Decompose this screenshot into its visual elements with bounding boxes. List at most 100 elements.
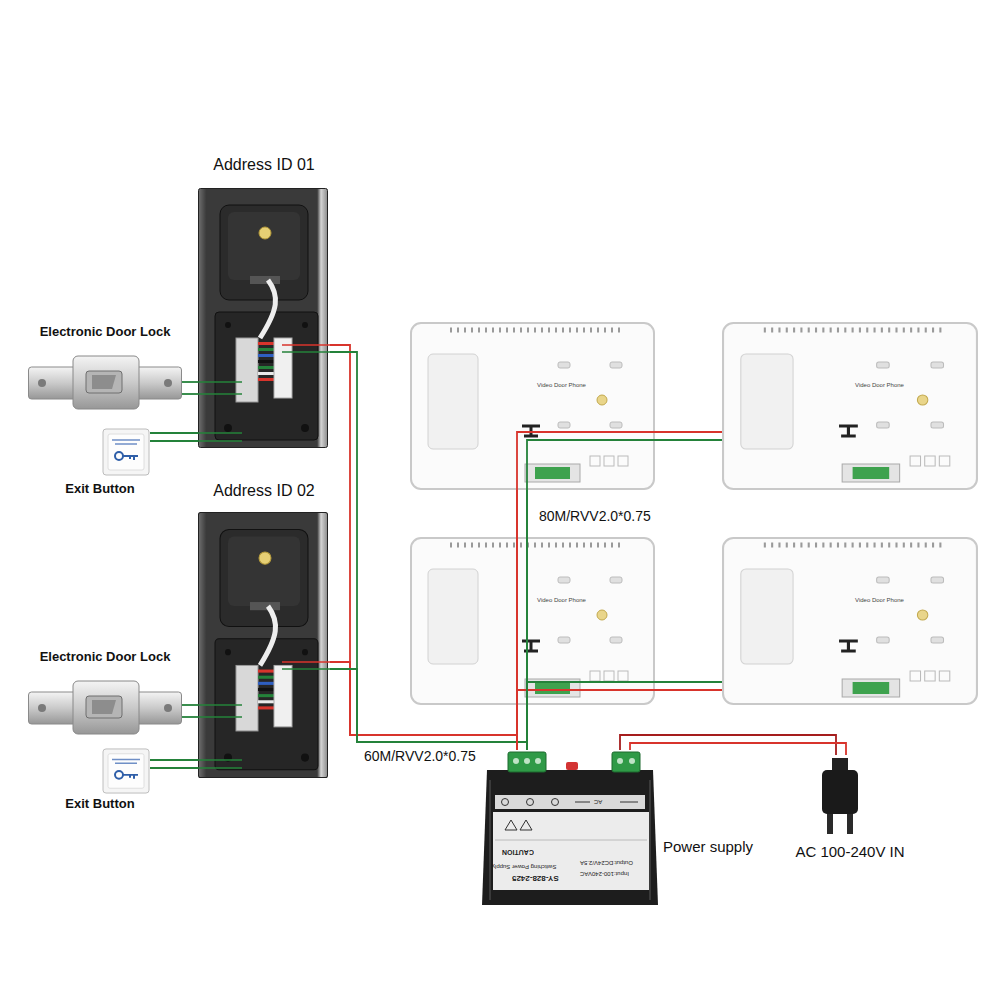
power-supply-picture-part [495, 840, 647, 841]
rating-label: Output:DC24V/2.5A [580, 859, 633, 866]
wire-pair [150, 433, 198, 441]
wire-pair [517, 432, 722, 750]
wire [526, 490, 528, 750]
wire [182, 381, 198, 383]
wire [630, 743, 846, 755]
cable-spec: 60M/RVV2.0*0.75 [362, 748, 478, 764]
door-station-2-part [282, 661, 330, 663]
monitor-picture [411, 323, 654, 489]
door-station-2 [198, 513, 330, 778]
wire-pair [517, 705, 527, 750]
terminal-label: AC [594, 798, 602, 805]
device-label: Exit Button [50, 482, 150, 497]
door-station-1 [198, 189, 330, 448]
wire-pair [182, 382, 198, 394]
door-station-1-part [282, 344, 330, 346]
monitor-picture [723, 323, 977, 489]
door-station-2-part [282, 668, 330, 670]
device-label: Electronic Door Lock [28, 650, 182, 665]
power-supply-picture-part [482, 770, 658, 905]
power-supply-picture-part [527, 799, 534, 806]
indoor-monitor: Video Door Phone [410, 322, 655, 490]
model-label: Video Door Phone [537, 382, 586, 389]
power-supply-picture-part [629, 758, 635, 764]
wire-pair [330, 662, 527, 750]
door-lock: Electronic Door Lock [28, 647, 182, 737]
power-supply-picture-part [535, 758, 541, 764]
door-station-2-part [199, 513, 328, 778]
product-label: Switching Power Supply [492, 863, 556, 870]
wire [330, 345, 517, 750]
power-supply-picture-part [612, 752, 640, 772]
address-label: Address ID 02 [198, 482, 330, 500]
indoor-monitor: Video Door Phone [722, 537, 978, 705]
wire-pair [330, 345, 527, 750]
wire [527, 440, 722, 750]
indoor-monitor: Video Door Phone [722, 322, 978, 490]
wire [516, 490, 518, 750]
monitor-picture [411, 538, 654, 704]
wire [150, 759, 198, 761]
power-supply-picture-part [502, 799, 509, 806]
power-supply-picture-part [495, 795, 645, 809]
exit-button: Exit Button [50, 745, 150, 817]
wire [150, 767, 198, 769]
device-label: AC 100-240V IN [785, 843, 915, 860]
wire [182, 716, 198, 718]
model-label: Video Door Phone [855, 382, 904, 389]
wire-pair [517, 682, 722, 750]
exit-button-picture [103, 749, 149, 793]
power-supply-picture-part [566, 762, 578, 770]
cable-spec: 80M/RVV2.0*0.75 [537, 508, 653, 524]
power-supply: Power supplySY-828-2425Switching Power S… [482, 750, 658, 906]
door-station-1-part [198, 382, 242, 441]
power-supply-picture [482, 752, 658, 905]
exit-button: Exit Button [50, 425, 150, 501]
door-station-1-part [282, 351, 330, 353]
wire-pair [620, 735, 846, 755]
power-supply-picture-part [493, 812, 649, 890]
door-lock-picture [29, 356, 182, 409]
wire [182, 704, 198, 706]
device-label: Power supply [663, 838, 753, 855]
device-label: Exit Button [50, 797, 150, 812]
power-supply-picture-part [490, 780, 650, 900]
power-plug-picture [822, 758, 858, 834]
power-supply-picture-part [505, 820, 517, 830]
power-supply-picture-part [520, 820, 532, 830]
wire [526, 705, 528, 750]
power-plug-picture-part [832, 758, 848, 772]
exit-button-picture [103, 429, 149, 475]
power-supply-picture-part [508, 752, 546, 772]
wire [516, 705, 518, 750]
wire [330, 669, 527, 750]
door-lock: Electronic Door Lock [28, 322, 182, 412]
model-number: SY-828-2425 [512, 874, 559, 883]
wire-pair [150, 760, 198, 768]
power-supply-picture-part [513, 758, 519, 764]
power-supply-picture-part [524, 758, 530, 764]
wire [517, 690, 722, 750]
door-station-2-part [198, 705, 242, 768]
power-plug-picture-part [827, 814, 833, 834]
rating-label: Input:100-240VAC [580, 870, 629, 877]
power-plug-picture-part [822, 770, 858, 814]
power-plug: AC 100-240V IN [785, 755, 915, 867]
door-lock-picture [29, 681, 182, 734]
wire-pair [182, 705, 198, 717]
warning-label: CAUTION [502, 848, 534, 856]
power-supply-picture-part [617, 758, 623, 764]
address-label: Address ID 01 [198, 156, 330, 174]
power-plug-picture-part [847, 814, 853, 834]
power-supply-picture-part [575, 802, 638, 803]
power-supply-picture-part [552, 799, 559, 806]
monitor-picture [723, 538, 977, 704]
model-label: Video Door Phone [537, 597, 586, 604]
wire [150, 432, 198, 434]
wire-pair [517, 490, 527, 750]
door-station-1-part [199, 189, 328, 448]
wire [517, 432, 722, 750]
wire [182, 393, 198, 395]
wire [620, 735, 836, 755]
indoor-monitor: Video Door Phone [410, 537, 655, 705]
